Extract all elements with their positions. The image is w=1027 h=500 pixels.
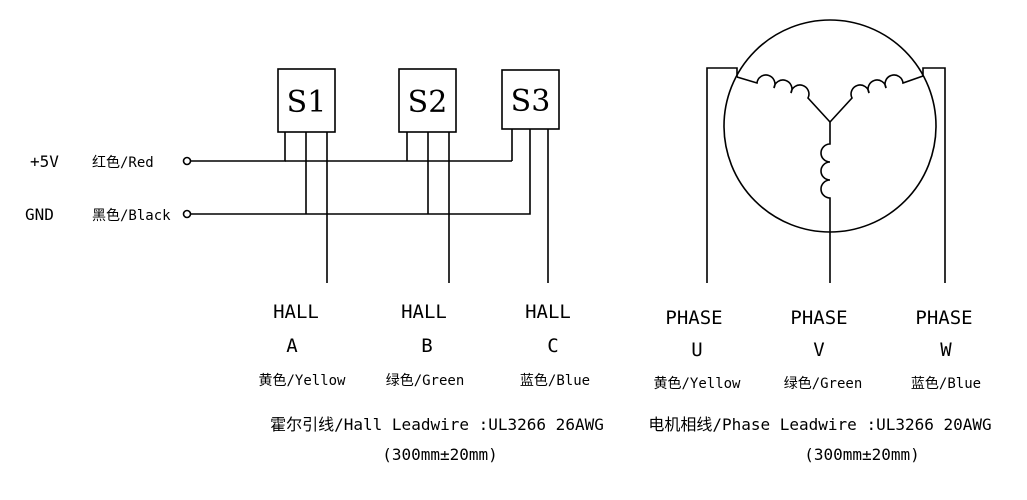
phase-w-color: 蓝色/Blue [911,375,981,392]
vcc-label: +5V [30,152,59,171]
sensor-s2: S2 [398,68,457,133]
hall-a-title: HALL [273,301,319,323]
phase-w-title: PHASE [915,307,972,329]
phase-v-title: PHASE [790,307,847,329]
vcc-color-label: 红色/Red [92,154,154,171]
sensor-s3-label: S3 [511,84,551,119]
gnd-terminal [182,209,192,219]
phase-w-letter: W [940,339,952,361]
hall-c-color: 蓝色/Blue [520,372,590,389]
winding-v [820,122,831,218]
gnd-bus-wire [190,129,531,215]
sensor-s1-label: S1 [287,85,327,120]
phase-spec-line1: 电机相线/Phase Leadwire :UL3266 20AWG [648,415,991,434]
winding-w [829,74,924,123]
phase-u-letter: U [691,339,702,361]
vcc-bus-wire [190,132,286,162]
hall-c-letter: C [547,335,558,357]
gnd-color-label: 黑色/Black [92,207,171,224]
sensor-s3: S3 [501,69,560,130]
motor-symbol [723,19,937,233]
phase-w-wire [922,67,946,283]
hall-c-title: HALL [525,301,571,323]
sensor-s1: S1 [277,68,336,133]
phase-u-title: PHASE [665,307,722,329]
phase-v-letter: V [813,339,824,361]
phase-u-wire [706,67,738,283]
hall-b-color: 绿色/Green [386,372,465,389]
phase-spec-line2: (300mm±20mm) [804,445,920,464]
sensor-s2-label: S2 [408,85,448,120]
hall-spec-line2: (300mm±20mm) [382,445,498,464]
hall-b-letter: B [421,335,432,357]
vcc-terminal [182,156,192,166]
winding-u [736,74,831,123]
phase-v-color: 绿色/Green [784,375,863,392]
hall-spec-line1: 霍尔引线/Hall Leadwire :UL3266 26AWG [270,415,604,434]
phase-u-color: 黄色/Yellow [653,375,741,392]
gnd-label: GND [25,205,54,224]
hall-a-color: 黄色/Yellow [258,372,346,389]
hall-a-letter: A [286,335,298,357]
hall-b-title: HALL [401,301,447,323]
